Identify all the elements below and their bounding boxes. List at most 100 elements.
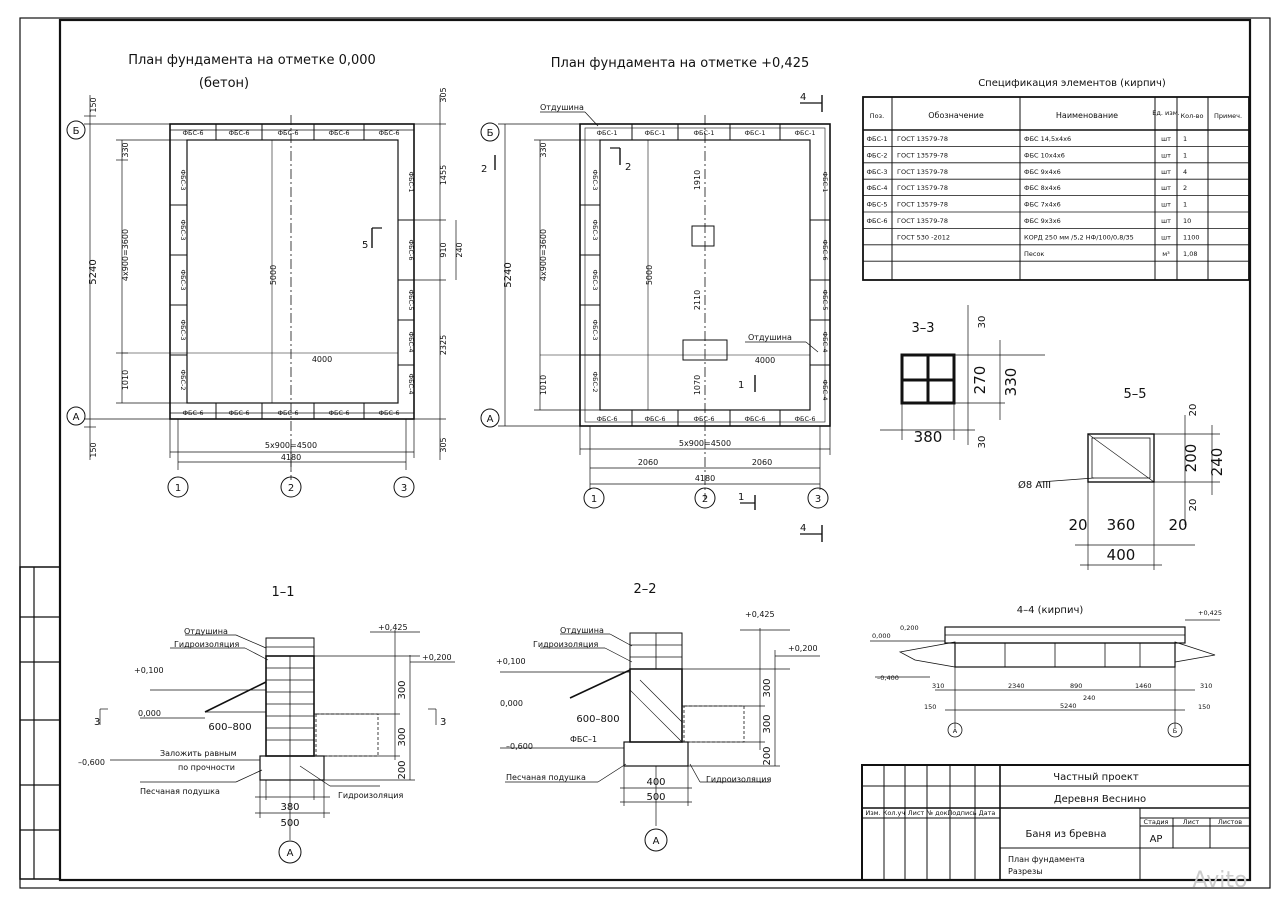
svg-text:+0,100: +0,100 bbox=[134, 666, 164, 675]
spec-cell: ФБС-2 bbox=[866, 151, 887, 159]
vent-label-right: Отдушина bbox=[748, 333, 792, 342]
svg-text:АР: АР bbox=[1150, 834, 1163, 845]
svg-text:Песчаная подушка: Песчаная подушка bbox=[140, 787, 220, 796]
spec-cell: ГОСТ 13579-78 bbox=[897, 151, 948, 159]
svg-text:ФБС-6: ФБС-6 bbox=[277, 409, 298, 417]
svg-text:310: 310 bbox=[1200, 682, 1212, 690]
svg-text:Дата: Дата bbox=[979, 809, 996, 817]
svg-text:ФБС-6: ФБС-6 bbox=[378, 129, 399, 137]
svg-text:4: 4 bbox=[800, 92, 806, 103]
spec-cell: 1 bbox=[1183, 201, 1187, 209]
spec-cell: ГОСТ 13579-78 bbox=[897, 135, 948, 143]
spec-cell: 1,08 bbox=[1183, 250, 1197, 258]
svg-text:ФБС-1: ФБС-1 bbox=[644, 129, 665, 137]
svg-text:20: 20 bbox=[1188, 404, 1199, 417]
svg-text:4х900=3600: 4х900=3600 bbox=[121, 229, 130, 281]
svg-text:Обозначение: Обозначение bbox=[928, 111, 984, 120]
svg-text:4180: 4180 bbox=[695, 474, 715, 483]
svg-text:3: 3 bbox=[401, 483, 407, 494]
svg-text:ФБС-3: ФБС-3 bbox=[591, 219, 599, 240]
svg-text:ФБС-5: ФБС-5 bbox=[821, 289, 829, 310]
section-2-2: 2–2 Отдушина Гидроизоляци bbox=[496, 582, 820, 852]
spec-cell: ФБС-4 bbox=[866, 184, 887, 192]
svg-text:0,000: 0,000 bbox=[872, 632, 891, 640]
spec-cell: ФБС-1 bbox=[866, 135, 887, 143]
svg-text:1: 1 bbox=[175, 483, 181, 494]
svg-text:600–800: 600–800 bbox=[208, 722, 251, 733]
svg-text:ФБС-6: ФБС-6 bbox=[182, 129, 203, 137]
svg-text:Б: Б bbox=[1173, 727, 1177, 735]
svg-text:1: 1 bbox=[738, 492, 744, 503]
svg-text:Подпись: Подпись bbox=[947, 809, 976, 817]
svg-text:300: 300 bbox=[397, 727, 408, 746]
spec-cell: 1100 bbox=[1183, 233, 1200, 241]
svg-text:Ед. изм.: Ед. изм. bbox=[1152, 109, 1179, 117]
svg-text:4180: 4180 bbox=[281, 453, 301, 462]
svg-text:5240: 5240 bbox=[1060, 702, 1077, 710]
svg-text:4х900=3600: 4х900=3600 bbox=[539, 229, 548, 281]
spec-cell: 2 bbox=[1183, 184, 1187, 192]
svg-text:150: 150 bbox=[924, 703, 936, 711]
spec-cell: шт bbox=[1161, 201, 1171, 209]
svg-text:ФБС-3: ФБС-3 bbox=[179, 319, 187, 340]
section-4-4: 4–4 (кирпич) 0,000 0,200 –0,400 +0,425 3… bbox=[870, 605, 1222, 738]
svg-text:Отдушина: Отдушина bbox=[184, 627, 228, 636]
svg-text:20: 20 bbox=[1068, 516, 1087, 534]
svg-text:150: 150 bbox=[89, 97, 98, 112]
spec-cell: ФБС 9х4х6 bbox=[1024, 168, 1061, 176]
svg-text:20: 20 bbox=[1188, 499, 1199, 512]
svg-text:ФБС-3: ФБС-3 bbox=[591, 319, 599, 340]
spec-title: Спецификация элементов (кирпич) bbox=[978, 78, 1166, 89]
outer-frame bbox=[19, 17, 1271, 889]
svg-text:ФБС-6: ФБС-6 bbox=[794, 415, 815, 423]
spec-cell: ФБС-3 bbox=[866, 168, 887, 176]
svg-text:+0,200: +0,200 bbox=[422, 653, 452, 662]
spec-cell: 4 bbox=[1183, 168, 1187, 176]
spec-cell: ФБС 9х3х6 bbox=[1024, 217, 1061, 225]
svg-text:Частный проект: Частный проект bbox=[1053, 772, 1139, 783]
svg-text:Б: Б bbox=[487, 128, 494, 139]
svg-text:2–2: 2–2 bbox=[633, 582, 656, 597]
svg-text:330: 330 bbox=[539, 142, 548, 157]
svg-text:0,200: 0,200 bbox=[900, 624, 919, 632]
spec-cell: ГОСТ 530 -2012 bbox=[897, 233, 950, 241]
svg-text:2: 2 bbox=[702, 494, 708, 505]
svg-text:А: А bbox=[953, 727, 958, 735]
svg-text:1010: 1010 bbox=[121, 370, 130, 390]
svg-text:Стадия: Стадия bbox=[1144, 818, 1169, 826]
spec-cell: ГОСТ 13579-78 bbox=[897, 184, 948, 192]
svg-text:ФБС-3: ФБС-3 bbox=[591, 269, 599, 290]
svg-text:+0,425: +0,425 bbox=[745, 610, 775, 619]
svg-text:2325: 2325 bbox=[439, 335, 448, 355]
svg-text:270: 270 bbox=[971, 366, 989, 395]
watermark: Avito bbox=[1193, 868, 1248, 893]
svg-text:Заложить равным: Заложить равным bbox=[160, 749, 237, 758]
svg-text:5240: 5240 bbox=[88, 259, 99, 284]
svg-text:–0,400: –0,400 bbox=[877, 674, 899, 682]
svg-text:Лист: Лист bbox=[1183, 818, 1200, 826]
svg-text:Наименование: Наименование bbox=[1056, 111, 1118, 120]
svg-text:ФБС-6: ФБС-6 bbox=[644, 415, 665, 423]
svg-text:5240: 5240 bbox=[503, 262, 514, 287]
svg-text:2060: 2060 bbox=[752, 458, 772, 467]
svg-text:Песчаная подушка: Песчаная подушка bbox=[506, 773, 586, 782]
svg-text:Деревня Веснино: Деревня Веснино bbox=[1054, 794, 1146, 805]
svg-text:Гидроизоляция: Гидроизоляция bbox=[706, 775, 772, 784]
svg-text:ФБС-1: ФБС-1 bbox=[693, 129, 714, 137]
svg-text:Лист: Лист bbox=[908, 809, 925, 817]
svg-text:240: 240 bbox=[1208, 448, 1226, 477]
svg-text:1–1: 1–1 bbox=[271, 585, 294, 600]
svg-text:ФБС-3: ФБС-3 bbox=[179, 269, 187, 290]
svg-text:ФБС-4: ФБС-4 bbox=[821, 379, 829, 400]
svg-text:ФБС-3: ФБС-3 bbox=[591, 169, 599, 190]
svg-text:Кол.уч: Кол.уч bbox=[883, 809, 906, 817]
axis-a: А bbox=[73, 412, 80, 423]
svg-text:ФБС-6: ФБС-6 bbox=[228, 129, 249, 137]
spec-cell: Песок bbox=[1024, 250, 1044, 258]
svg-text:–0,600: –0,600 bbox=[78, 758, 105, 767]
svg-text:200: 200 bbox=[1182, 444, 1200, 473]
svg-text:ФБС-3: ФБС-3 bbox=[179, 169, 187, 190]
svg-text:890: 890 bbox=[1070, 682, 1082, 690]
svg-text:ФБС-4: ФБС-4 bbox=[407, 373, 415, 394]
